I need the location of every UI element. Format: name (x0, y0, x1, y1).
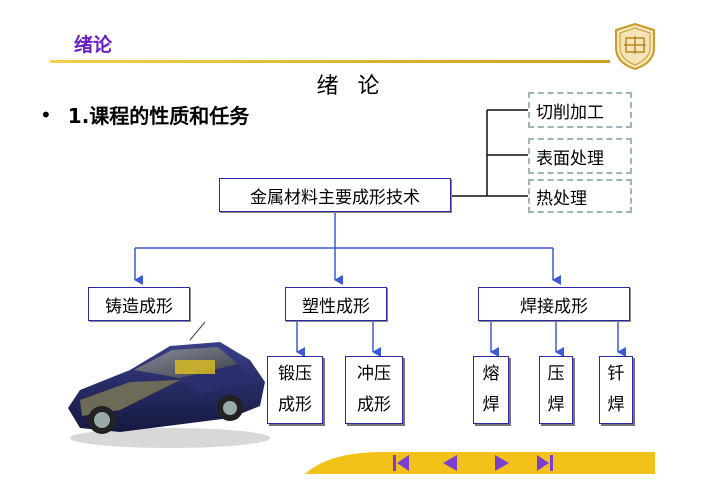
box-welding: 焊接成形 (478, 287, 630, 321)
bullet-item: • 1.课程的性质和任务 (40, 100, 249, 129)
box-forging-line2: 成形 (278, 395, 312, 415)
box-stamping-line2: 成形 (357, 395, 391, 415)
box-pressure-line1: 压 (547, 364, 565, 384)
box-pressure-welding: 压 焊 (539, 356, 573, 424)
box-forging: 锻压 成形 (267, 356, 323, 424)
box-stamping: 冲压 成形 (345, 356, 403, 424)
header-divider (50, 60, 610, 63)
box-brazing-line1: 钎 (607, 364, 625, 384)
box-fusion-line1: 熔 (482, 364, 500, 384)
next-icon[interactable] (495, 455, 509, 471)
box-brazing-line2: 焊 (607, 395, 625, 415)
box-fusion-welding: 熔 焊 (473, 356, 509, 424)
car-cutaway-image (60, 320, 270, 450)
box-stamping-line1: 冲压 (357, 364, 391, 384)
bullet-text: 1.课程的性质和任务 (67, 104, 250, 128)
box-casting: 铸造成形 (88, 287, 190, 321)
box-forging-line1: 锻压 (278, 364, 312, 384)
header-title: 绪论 (74, 34, 113, 56)
last-icon[interactable] (537, 455, 553, 471)
item-heat-treatment: 热处理 (528, 179, 632, 213)
box-pressure-line2: 焊 (547, 395, 565, 415)
item-cutting: 切削加工 (528, 92, 632, 128)
box-plastic-forming: 塑性成形 (285, 287, 387, 321)
item-surface-treatment: 表面处理 (528, 138, 632, 174)
bullet-dot: • (40, 102, 52, 127)
box-brazing: 钎 焊 (599, 356, 633, 424)
university-logo (614, 22, 656, 70)
prev-icon[interactable] (443, 455, 457, 471)
slide-title: 绪 论 (316, 74, 386, 99)
footer-nav-bar (305, 450, 655, 474)
root-box-metal-forming: 金属材料主要成形技术 (219, 178, 451, 212)
first-icon[interactable] (389, 453, 411, 473)
box-fusion-line2: 焊 (482, 395, 500, 415)
